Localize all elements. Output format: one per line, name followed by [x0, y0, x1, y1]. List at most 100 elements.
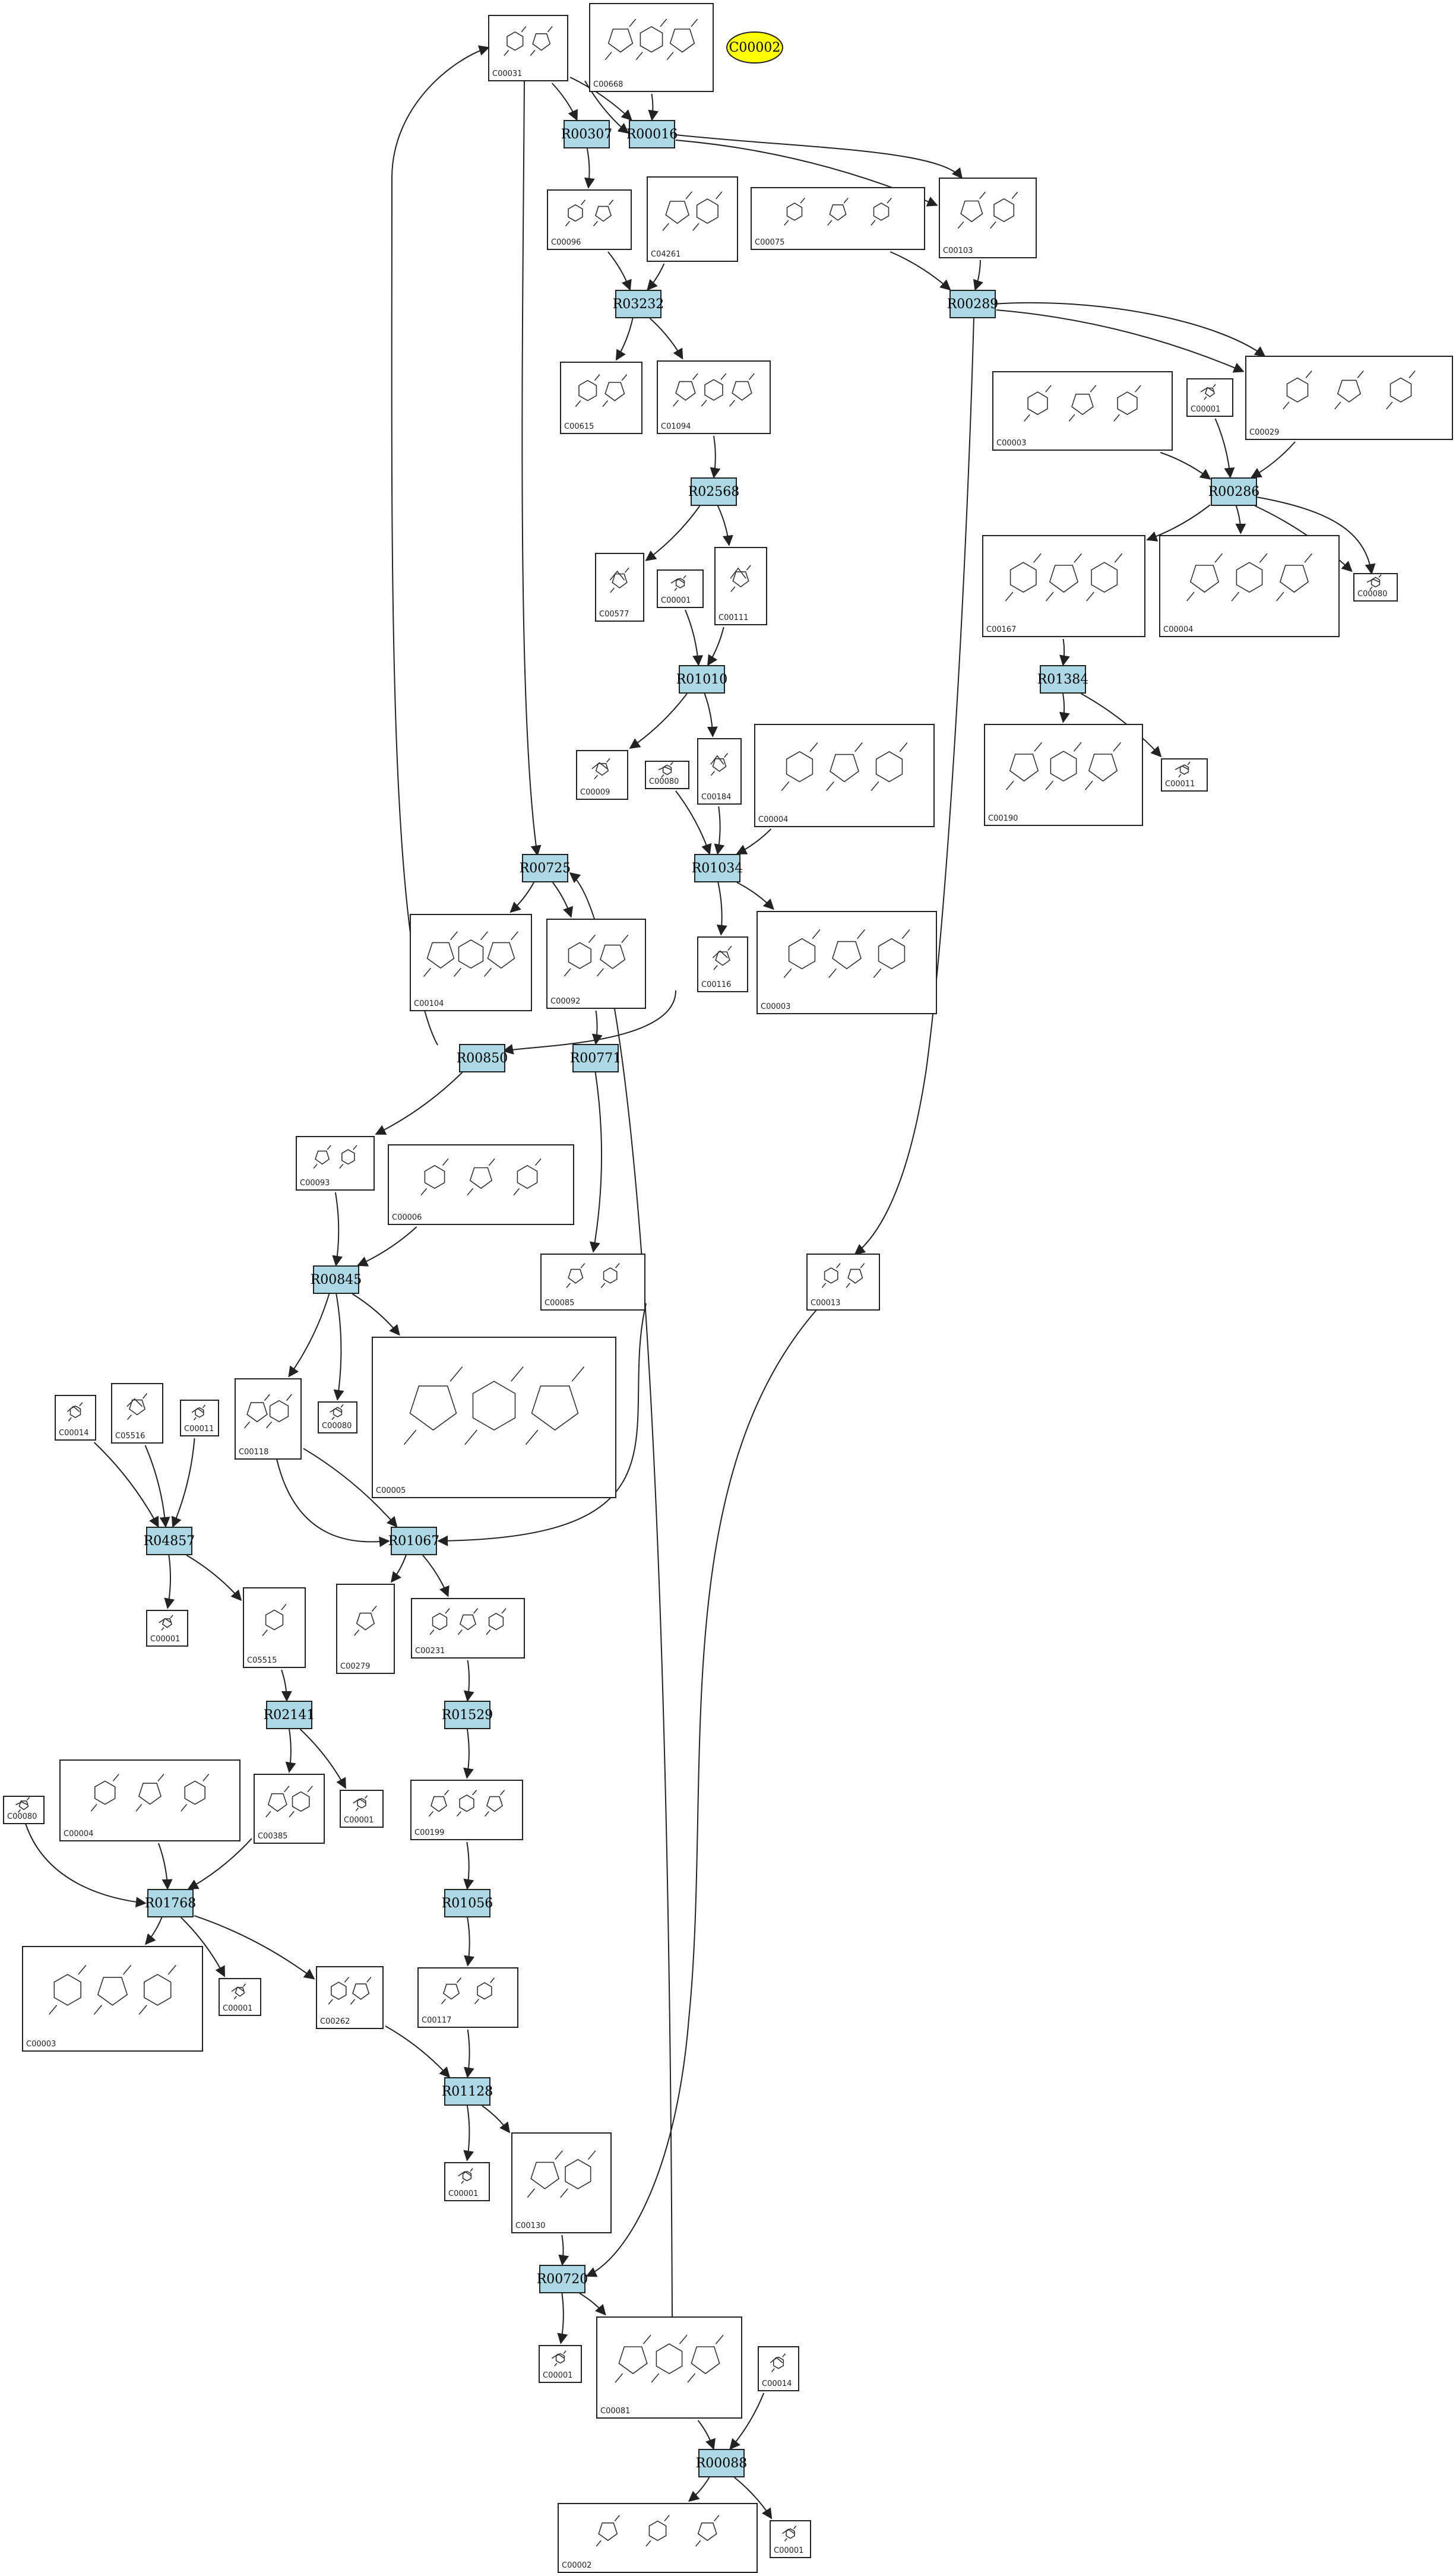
compound-c00004a[interactable]: C00004: [1159, 535, 1340, 637]
compound-c00096[interactable]: C00096: [547, 189, 632, 250]
compound-c00085[interactable]: C00085: [540, 1254, 645, 1311]
reaction-R00088[interactable]: R00088: [696, 2449, 748, 2477]
compound-c05515[interactable]: C05515: [243, 1587, 306, 1668]
compound-c00001e[interactable]: C00001: [219, 1978, 261, 2016]
structure-bond: [692, 191, 723, 231]
reaction-R01010[interactable]: R01010: [676, 665, 728, 694]
compound-c00006[interactable]: C00006: [388, 1144, 574, 1225]
highlighted-compound[interactable]: C00002: [726, 31, 783, 64]
reaction-R00307[interactable]: R00307: [561, 120, 613, 148]
structure-bond: [1045, 553, 1082, 602]
reaction-R04857[interactable]: R04857: [144, 1527, 195, 1555]
compound-c00080c[interactable]: C00080: [318, 1401, 357, 1433]
compound-c04261[interactable]: C04261: [647, 176, 738, 262]
compound-c00104[interactable]: C00104: [410, 914, 532, 1011]
reaction-R00720[interactable]: R00720: [537, 2265, 588, 2293]
compound-c00001b[interactable]: C00001: [657, 569, 704, 608]
reaction-R01056[interactable]: R01056: [442, 1889, 493, 1917]
structure-ring: [292, 1791, 310, 1812]
reaction-R00016[interactable]: R00016: [626, 120, 678, 148]
compound-c00001a[interactable]: C00001: [1186, 378, 1233, 417]
compound-c00184[interactable]: C00184: [697, 738, 742, 805]
reaction-label: R00725: [520, 861, 571, 876]
compound-c00116[interactable]: C00116: [697, 936, 748, 992]
reaction-R00725[interactable]: R00725: [520, 854, 571, 882]
reaction-R01067[interactable]: R01067: [388, 1527, 440, 1555]
compound-c01094[interactable]: C01094: [657, 360, 771, 434]
reaction-R01034[interactable]: R01034: [692, 854, 743, 882]
compound-c00262[interactable]: C00262: [316, 1966, 384, 2029]
compound-c00577[interactable]: C00577: [595, 553, 644, 622]
compound-c00009[interactable]: C00009: [576, 750, 628, 800]
compound-c00004c[interactable]: C00004: [59, 1759, 240, 1841]
compound-c00167[interactable]: C00167: [982, 535, 1145, 637]
compound-c00029[interactable]: C00029: [1245, 356, 1453, 440]
compound-c00001c[interactable]: C00001: [146, 1610, 188, 1647]
compound-c00031a[interactable]: C00031: [488, 15, 568, 81]
compound-c00190[interactable]: C00190: [984, 724, 1143, 826]
compound-c00005[interactable]: C00005: [372, 1337, 616, 1498]
compound-c00385[interactable]: C00385: [254, 1774, 325, 1844]
compound-c00279[interactable]: C00279: [336, 1584, 395, 1674]
compound-c00003c[interactable]: C00003: [22, 1946, 203, 2052]
compound-c00668[interactable]: C00668: [589, 3, 714, 92]
compound-c00093[interactable]: C00093: [296, 1136, 375, 1191]
compound-c00013[interactable]: C00013: [806, 1254, 880, 1311]
edge-R00845-c00080c: [333, 1293, 344, 1401]
compound-c00001h[interactable]: C00001: [770, 2520, 811, 2558]
reaction-R00850[interactable]: R00850: [457, 1044, 508, 1072]
compound-box: [806, 1254, 880, 1311]
compound-c00231[interactable]: C00231: [411, 1598, 525, 1659]
compound-c00103[interactable]: C00103: [939, 178, 1037, 258]
compound-c00002[interactable]: C00002: [558, 2503, 758, 2573]
edge-c00014a-R04857: [93, 1442, 159, 1528]
compound-c00092[interactable]: C00092: [546, 919, 646, 1009]
compound-c00011b[interactable]: C00011: [180, 1400, 219, 1436]
compound-c00080b[interactable]: C00080: [645, 761, 689, 789]
reaction-label: R00088: [696, 2456, 748, 2471]
reaction-R01384[interactable]: R01384: [1037, 665, 1089, 694]
edge-R01010-c00009: [629, 693, 688, 749]
structure-ring: [847, 1268, 863, 1284]
reaction-R00771[interactable]: R00771: [570, 1044, 622, 1072]
reaction-R01768[interactable]: R01768: [145, 1889, 197, 1917]
structure-ring: [832, 941, 862, 970]
compound-c05516[interactable]: C05516: [111, 1383, 163, 1444]
compound-c00014b[interactable]: C00014: [758, 2346, 799, 2391]
compound-c00111[interactable]: C00111: [714, 547, 767, 625]
reaction-R02568[interactable]: R02568: [688, 477, 740, 506]
reaction-R03232[interactable]: R03232: [613, 290, 664, 318]
compound-c00081[interactable]: C00081: [596, 2316, 742, 2419]
compound-c00003b[interactable]: C00003: [757, 911, 937, 1014]
compound-id: C00080: [322, 1422, 352, 1431]
compound-c00118[interactable]: C00118: [235, 1378, 302, 1460]
compound-c00003a[interactable]: C00003: [992, 371, 1173, 451]
reaction-R02141[interactable]: R02141: [264, 1701, 315, 1729]
reaction-R00286[interactable]: R00286: [1208, 477, 1260, 506]
structure-bond: [181, 1774, 210, 1812]
compound-c00117[interactable]: C00117: [417, 1967, 518, 2028]
reaction-R00289[interactable]: R00289: [947, 290, 999, 318]
compound-c00001d[interactable]: C00001: [340, 1790, 384, 1828]
compound-id: C00003: [996, 439, 1026, 448]
compound-c00615[interactable]: C00615: [560, 362, 642, 434]
compound-c00080a[interactable]: C00080: [1353, 573, 1398, 602]
reaction-R00845[interactable]: R00845: [311, 1265, 362, 1294]
compound-c00004b[interactable]: C00004: [754, 724, 935, 827]
structure-bond: [591, 762, 608, 770]
compound-c00080d[interactable]: C00080: [3, 1796, 45, 1824]
structure-bond: [1283, 370, 1312, 410]
edge-R00088-c00002: [688, 2477, 710, 2502]
structure-ring: [1088, 754, 1118, 782]
reaction-R01529[interactable]: R01529: [442, 1701, 493, 1729]
structure-bond: [67, 1406, 80, 1413]
reaction-box: [564, 120, 610, 148]
compound-c00011a[interactable]: C00011: [1161, 758, 1208, 792]
compound-c00001f[interactable]: C00001: [444, 2162, 490, 2201]
compound-c00001g[interactable]: C00001: [539, 2345, 582, 2383]
compound-c00075[interactable]: C00075: [751, 187, 925, 250]
compound-c00130[interactable]: C00130: [511, 2132, 612, 2233]
compound-c00014a[interactable]: C00014: [55, 1395, 96, 1441]
reaction-R01128[interactable]: R01128: [442, 2077, 493, 2106]
compound-c00199[interactable]: C00199: [410, 1780, 523, 1840]
